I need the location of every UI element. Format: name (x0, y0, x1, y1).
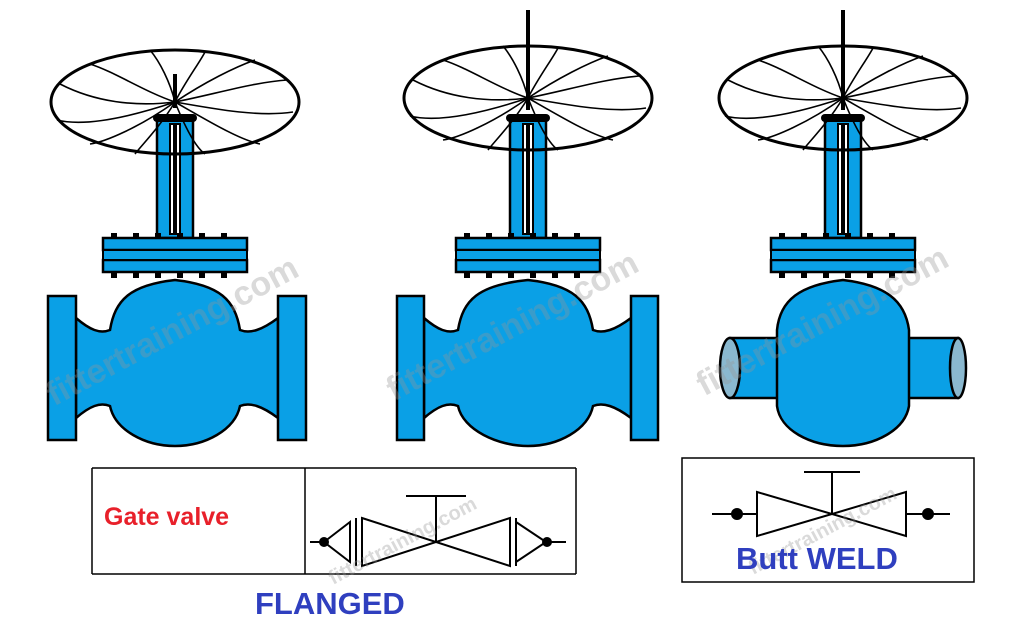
left-flange (395, 294, 426, 442)
left-flange (46, 294, 78, 442)
flanged-gate-valve-left (46, 48, 308, 448)
gate-valve-label: Gate valve (104, 503, 230, 531)
flanged-symbol-box (91, 467, 577, 575)
weld-end (718, 336, 742, 400)
right-flange (276, 294, 308, 442)
butt-weld-gate-valve (717, 10, 969, 448)
butt-weld-symbol-box (681, 457, 975, 583)
weld-end (948, 336, 968, 400)
flanged-gate-valve-symbol (310, 495, 566, 568)
butt-weld-caption: Butt WELD (736, 541, 898, 576)
flanged-gate-valve-middle (395, 10, 660, 448)
valve-body (775, 278, 911, 448)
flanged-caption: FLANGED (255, 586, 405, 621)
right-flange (629, 294, 660, 442)
butt-weld-gate-valve-symbol (712, 471, 950, 538)
